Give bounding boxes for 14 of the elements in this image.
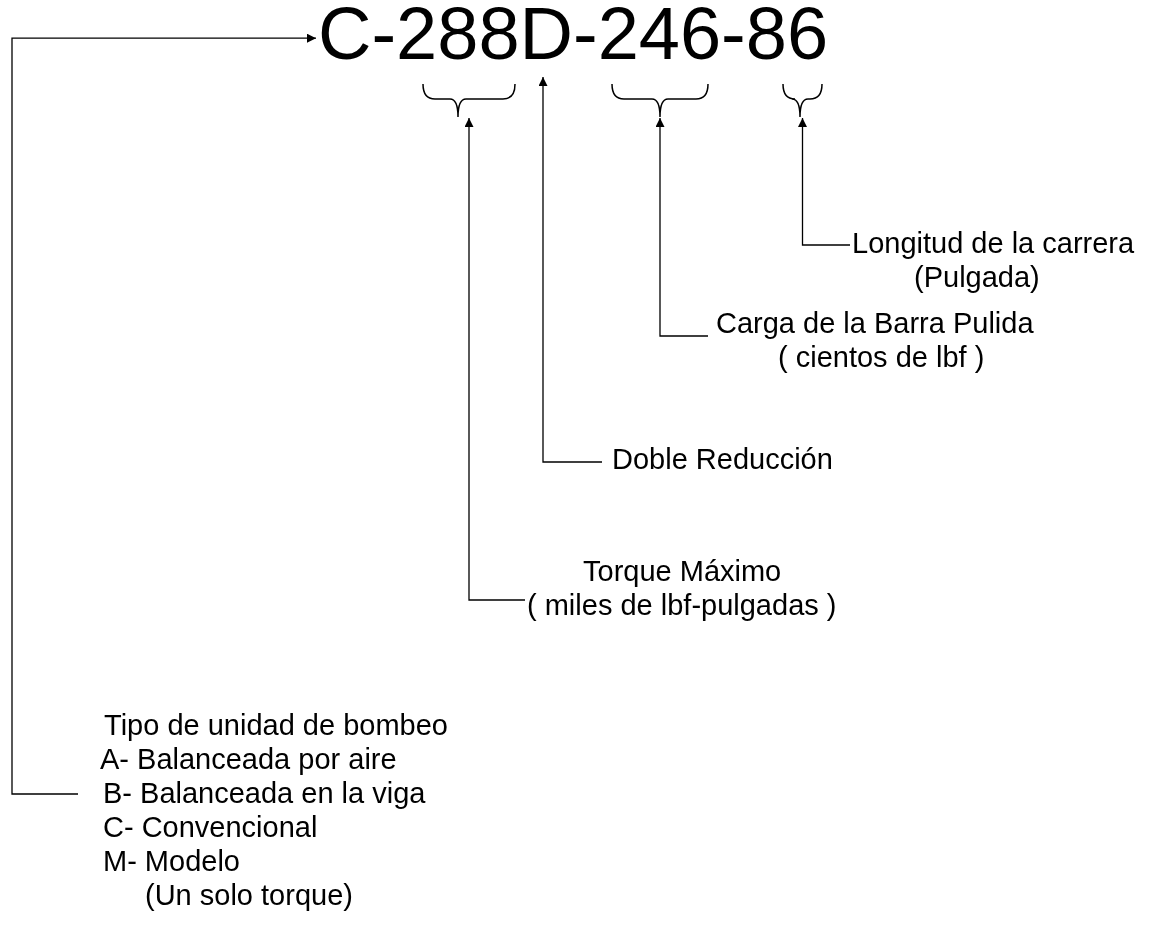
curly-bracket [611, 83, 709, 118]
leader-arrow [464, 117, 526, 601]
leader-arrow [655, 117, 709, 337]
callout-text: Longitud de la carrera (Pulgada) [852, 226, 1135, 294]
curly-bracket [782, 83, 823, 118]
leader-arrow [538, 76, 603, 463]
callout-text: Tipo de unidad de bombeo A- Balanceada por aire B- Balanceada en la viga C- Convencional M- Modelo (Un solo torque) [100, 708, 448, 912]
leader-arrow [11, 33, 317, 795]
callout-text: Carga de la Barra Pulida ( cientos de lbf ) [716, 306, 1034, 374]
callout-text: Torque Máximo ( miles de lbf-pulgadas ) [527, 554, 837, 622]
curly-bracket [422, 83, 516, 118]
designation-code: C-288D-246-86 [318, 0, 829, 76]
callout-text: Doble Reducción [612, 442, 833, 476]
leader-arrow [798, 117, 851, 246]
